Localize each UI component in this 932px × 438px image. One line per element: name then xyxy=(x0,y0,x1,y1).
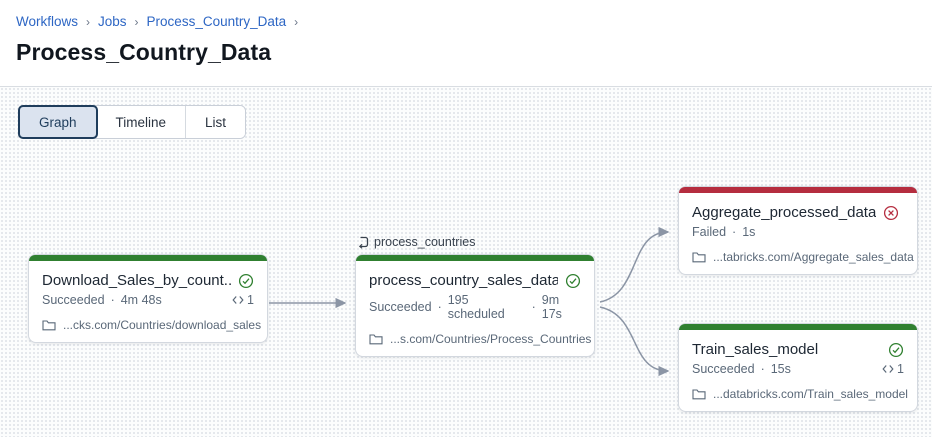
page-header: Workflows › Jobs › Process_Country_Data … xyxy=(0,0,932,66)
folder-icon xyxy=(692,388,706,400)
job-graph-canvas[interactable]: Graph Timeline List process_countries Do… xyxy=(0,86,932,437)
task-title: Aggregate_processed_data xyxy=(692,204,877,221)
task-path-row: ...databricks.com/Train_sales_model xyxy=(692,387,908,401)
x-circle-icon xyxy=(883,205,899,221)
task-status-row: Failed · 1s xyxy=(692,225,756,239)
view-tab-group: Graph Timeline List xyxy=(18,105,247,139)
code-icon xyxy=(882,364,894,374)
task-node-train-model[interactable]: Train_sales_model Succeeded · 15s 1 xyxy=(678,323,918,412)
task-path-row: ...cks.com/Countries/download_sales xyxy=(42,318,261,332)
task-status: Succeeded xyxy=(692,362,755,376)
tab-list[interactable]: List xyxy=(185,106,246,138)
check-circle-icon xyxy=(238,273,254,289)
edge-process-to-train xyxy=(599,306,670,377)
breadcrumb-workflows[interactable]: Workflows xyxy=(16,14,79,29)
check-circle-icon xyxy=(565,273,581,289)
task-status: Failed xyxy=(692,225,727,239)
cluster-count: 1 xyxy=(247,293,254,307)
task-path-row: ...tabricks.com/Aggregate_sales_data xyxy=(692,250,914,264)
task-status-row: Succeeded · 4m 48s 1 xyxy=(42,293,254,307)
task-duration: 4m 48s xyxy=(120,293,162,307)
tab-timeline[interactable]: Timeline xyxy=(96,106,186,138)
task-node-download-sales[interactable]: Download_Sales_by_count... Succeeded · 4… xyxy=(28,254,268,343)
loop-icon xyxy=(356,236,369,249)
task-path: ...cks.com/Countries/download_sales xyxy=(63,318,262,332)
cluster-badge: 1 xyxy=(232,293,254,307)
task-path: ...databricks.com/Train_sales_model xyxy=(713,387,908,401)
page-title: Process_Country_Data xyxy=(16,39,272,65)
loop-label-text: process_countries xyxy=(374,235,476,249)
status-bar-failed xyxy=(679,187,917,193)
tab-graph[interactable]: Graph xyxy=(18,105,98,139)
breadcrumb: Workflows › Jobs › Process_Country_Data … xyxy=(16,14,916,29)
task-title: Download_Sales_by_count... xyxy=(42,272,231,289)
edge-process-to-aggregate xyxy=(599,226,670,303)
task-status-row: Succeeded · 195 scheduled · 9m 17s xyxy=(369,293,581,321)
task-title: process_country_sales_data xyxy=(369,272,558,289)
status-bar-success xyxy=(356,255,594,261)
folder-icon xyxy=(369,333,383,345)
folder-icon xyxy=(692,251,706,263)
status-bar-success xyxy=(679,324,917,330)
breadcrumb-jobs[interactable]: Jobs xyxy=(98,14,127,29)
task-scheduled: 195 scheduled xyxy=(447,293,505,321)
check-circle-icon xyxy=(888,342,904,358)
folder-icon xyxy=(42,319,56,331)
task-status: Succeeded xyxy=(369,300,432,314)
task-node-process-country[interactable]: process_country_sales_data Succeeded · 1… xyxy=(355,254,595,357)
cluster-count: 1 xyxy=(897,362,904,376)
task-path: ...tabricks.com/Aggregate_sales_data xyxy=(713,250,914,264)
breadcrumb-separator: › xyxy=(294,14,299,29)
cluster-badge: 1 xyxy=(882,362,904,376)
breadcrumb-separator: › xyxy=(134,14,139,29)
task-path: ...s.com/Countries/Process_Countries xyxy=(390,332,592,346)
task-status-row: Succeeded · 15s 1 xyxy=(692,362,904,376)
task-duration: 15s xyxy=(770,362,791,376)
breadcrumb-separator: › xyxy=(86,14,91,29)
task-path-row: ...s.com/Countries/Process_Countries xyxy=(369,332,591,346)
task-status: Succeeded xyxy=(42,293,105,307)
task-duration: 1s xyxy=(742,225,756,239)
foreach-loop-label: process_countries xyxy=(356,235,475,249)
code-icon xyxy=(232,295,244,305)
task-node-aggregate[interactable]: Aggregate_processed_data Failed · 1s ...… xyxy=(678,186,918,275)
task-title: Train_sales_model xyxy=(692,341,819,358)
breadcrumb-job-name[interactable]: Process_Country_Data xyxy=(146,14,287,29)
status-bar-success xyxy=(29,255,267,261)
task-duration: 9m 17s xyxy=(541,293,562,321)
